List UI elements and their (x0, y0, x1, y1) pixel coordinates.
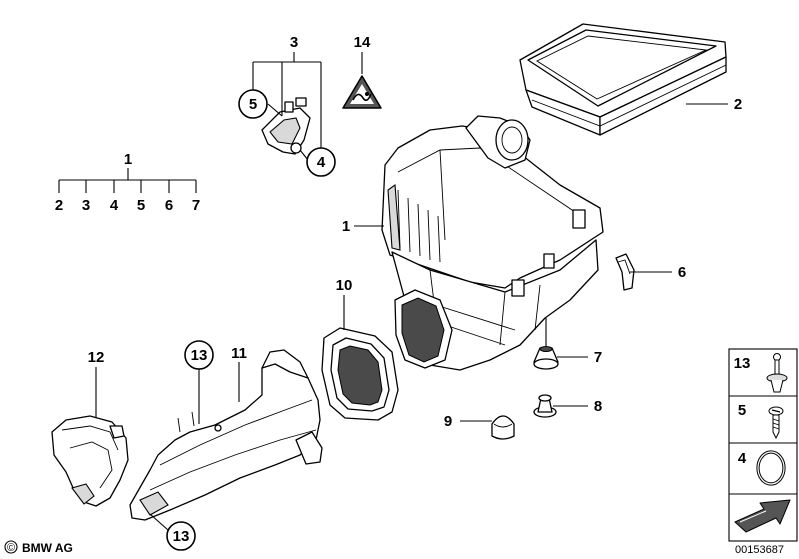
callout-1-sub-7: 7 (192, 197, 200, 214)
clip-part[interactable] (615, 253, 635, 291)
callout-13-top: 13 (191, 347, 208, 364)
legend-label-4: 4 (738, 450, 747, 467)
callout-6: 6 (678, 264, 686, 281)
callout-8: 8 (594, 398, 602, 415)
push-rivet-icon[interactable] (766, 353, 788, 393)
callout-1-sub-4: 4 (110, 197, 119, 214)
leader-lines (58, 52, 728, 531)
air-guide[interactable] (51, 415, 129, 507)
callout-1-box: 1 (342, 218, 350, 235)
callout-10: 10 (336, 277, 353, 294)
callout-9: 9 (444, 413, 452, 430)
callout-1-sub-3: 3 (82, 197, 90, 214)
callout-1-sub-2: 2 (55, 197, 63, 214)
callout-12: 12 (88, 349, 105, 366)
callout-5-circle (238, 89, 268, 119)
intake-duct[interactable] (129, 349, 323, 521)
hardware-legend: 13 5 4 (728, 348, 798, 542)
air-filter-element[interactable] (519, 23, 727, 136)
rubber-cap[interactable] (491, 415, 515, 440)
callout-13-bottom-circle (166, 521, 196, 551)
callout-1-sub-5: 5 (137, 197, 145, 214)
callout-2: 2 (734, 96, 742, 113)
callout-3: 3 (290, 34, 298, 51)
arrow-icon (734, 499, 791, 533)
callout-1-sub-6: 6 (165, 197, 173, 214)
brand-name: BMW AG (22, 541, 73, 555)
screw-icon[interactable] (768, 406, 784, 440)
legend-label-13: 13 (734, 355, 751, 372)
callout-7: 7 (594, 349, 602, 366)
rubber-grommet[interactable] (533, 346, 559, 370)
callout-4: 4 (317, 154, 326, 171)
footer: © BMW AG 00153687 (4, 540, 784, 556)
intake-seal[interactable] (321, 327, 399, 421)
callout-4-circle (306, 147, 336, 177)
o-ring-icon[interactable] (756, 450, 786, 486)
callout-13-bottom: 13 (173, 528, 190, 545)
callout-labels: 1 2 3 4 5 6 7 3 5 4 14 2 1 6 7 8 9 10 11… (55, 34, 742, 551)
callout-14: 14 (354, 34, 371, 51)
air-mass-sensor[interactable] (261, 97, 311, 155)
air-box-housing[interactable] (381, 115, 604, 371)
callout-13-top-circle (184, 340, 214, 370)
copyright-symbol: © (7, 542, 15, 554)
legend-label-5: 5 (738, 402, 746, 419)
warning-label-icon (342, 75, 382, 109)
callout-5: 5 (249, 96, 257, 113)
rubber-mount[interactable] (533, 394, 557, 418)
callout-11: 11 (231, 345, 247, 362)
doc-number: 00153687 (735, 544, 784, 556)
callout-1-top: 1 (124, 151, 132, 168)
